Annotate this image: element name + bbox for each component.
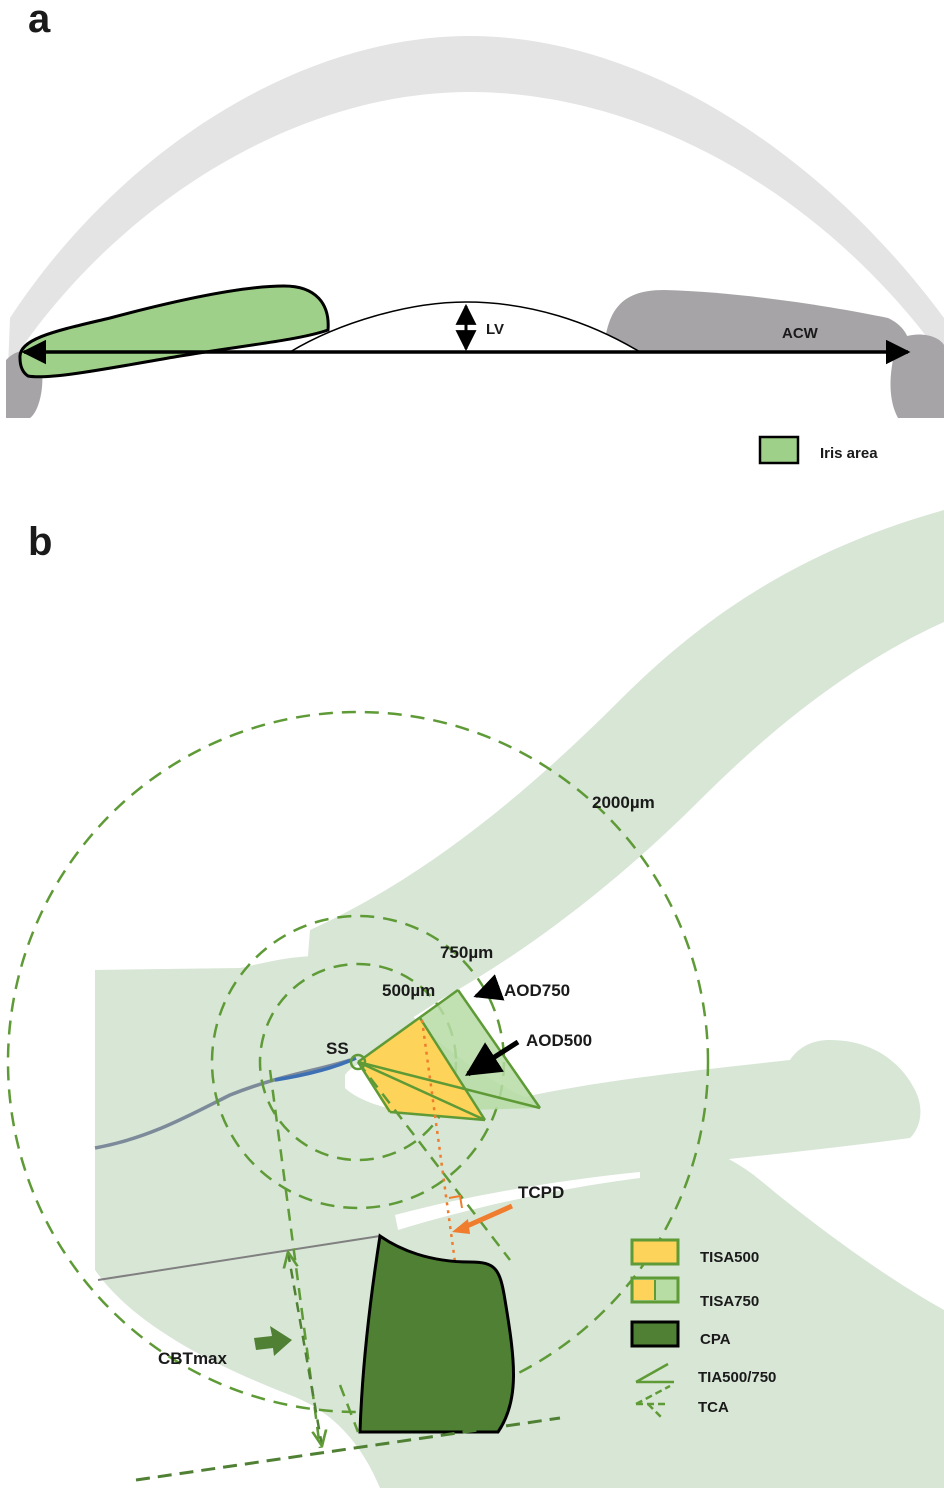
cornea — [8, 36, 944, 368]
aod500-arrow — [465, 1039, 520, 1077]
legend-tisa750-label: TISA750 — [700, 1293, 759, 1310]
tcpd-label: TCPD — [518, 1183, 564, 1202]
angle-tissue — [95, 956, 944, 1488]
corneal-endothelium-line — [94, 1058, 351, 1150]
ciliary-tangent-line — [135, 1416, 561, 1482]
r750-label: 750µm — [440, 943, 493, 962]
tcpd-arrow-head — [452, 1219, 470, 1234]
right-sclera — [890, 334, 944, 418]
r500-label: 500µm — [382, 981, 435, 1000]
tca-line — [357, 1061, 511, 1261]
legend-tia-label: TIA500/750 — [698, 1369, 776, 1386]
tisa500-region — [358, 1018, 485, 1120]
legend-cpa-label: CPA — [700, 1331, 731, 1348]
panel-b: b — [6, 510, 944, 1488]
circle-2000um — [6, 710, 710, 1414]
r2000-label: 2000µm — [592, 793, 655, 812]
cornea-sclera-band — [300, 510, 944, 1060]
posterior-chamber-gap — [395, 1172, 640, 1230]
tcpd-right-angle — [448, 1194, 463, 1209]
legend-iris-swatch — [758, 435, 800, 465]
cpa-region — [358, 1233, 515, 1434]
cpa-tangent-line — [338, 1384, 360, 1433]
cbtmax-label: CBTmax — [158, 1349, 228, 1368]
legend-tca-label: TCA — [698, 1399, 729, 1416]
panel-a: a LV ACW Iris area — [6, 0, 944, 465]
sclera-boundary-line — [97, 1235, 381, 1281]
legend-tca-icon — [635, 1384, 671, 1419]
scleral-spur-marker — [349, 1053, 367, 1071]
legend-cpa-swatch — [630, 1320, 680, 1348]
iris — [366, 1040, 921, 1215]
panel-b-legend: TISA500 TISA750 CPA TIA500/750 TCA — [630, 1238, 776, 1419]
aod750-label: AOD750 — [504, 981, 570, 1000]
aod500-label: AOD500 — [526, 1031, 592, 1050]
lv-label: LV — [486, 321, 504, 338]
legend-tisa500-label: TISA500 — [700, 1249, 759, 1266]
iris-area — [18, 284, 330, 379]
panel-b-label: b — [28, 520, 52, 564]
right-iris — [606, 290, 910, 352]
ss-label: SS — [326, 1039, 349, 1058]
panel-a-label: a — [28, 0, 51, 41]
tcpd-line — [420, 1019, 457, 1263]
acw-label: ACW — [782, 325, 819, 342]
cbtmax-arrow — [254, 1326, 292, 1356]
aod750-arrow — [473, 974, 505, 1001]
legend-tisa750-inner — [634, 1280, 654, 1300]
legend-tia-icon — [635, 1362, 674, 1384]
legend-tisa500-swatch — [630, 1238, 680, 1266]
legend-iris-label: Iris area — [820, 445, 878, 462]
trabecular-meshwork — [274, 1056, 357, 1082]
